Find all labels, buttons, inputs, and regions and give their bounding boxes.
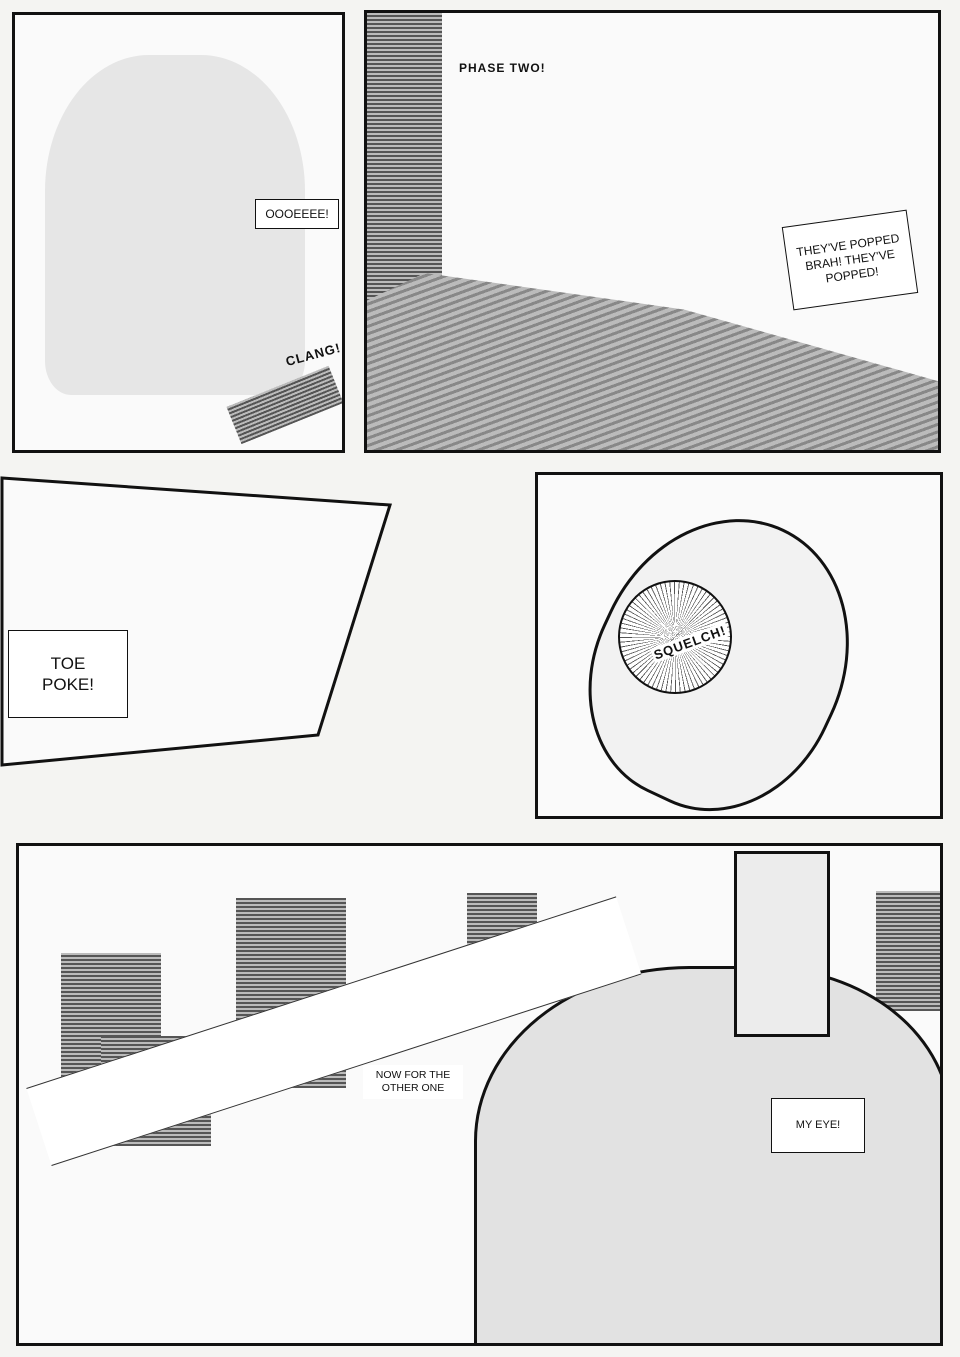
speech-bubble-toe-poke: TOE POKE!	[8, 630, 128, 718]
panel-1: OOOEEEE! CLANG!	[12, 12, 345, 453]
speech-bubble-now-for-the-other-one: NOW FOR THE OTHER ONE	[363, 1065, 463, 1099]
speech-bubble-oooeeee: OOOEEEE!	[255, 199, 339, 229]
panel-5: NOW FOR THE OTHER ONE MY EYE!	[16, 843, 943, 1346]
building	[876, 891, 940, 1011]
giant-torso	[474, 966, 940, 1343]
panel-2: PHASE TWO! THEY'VE POPPED BRAH! THEY'VE …	[364, 10, 941, 453]
shout-phase-two: PHASE TWO!	[459, 61, 546, 75]
panel-4: SQUELCH!	[535, 472, 943, 819]
giant-head	[734, 851, 830, 1037]
wall	[367, 13, 442, 313]
speech-bubble-my-eye: MY EYE!	[771, 1098, 865, 1153]
